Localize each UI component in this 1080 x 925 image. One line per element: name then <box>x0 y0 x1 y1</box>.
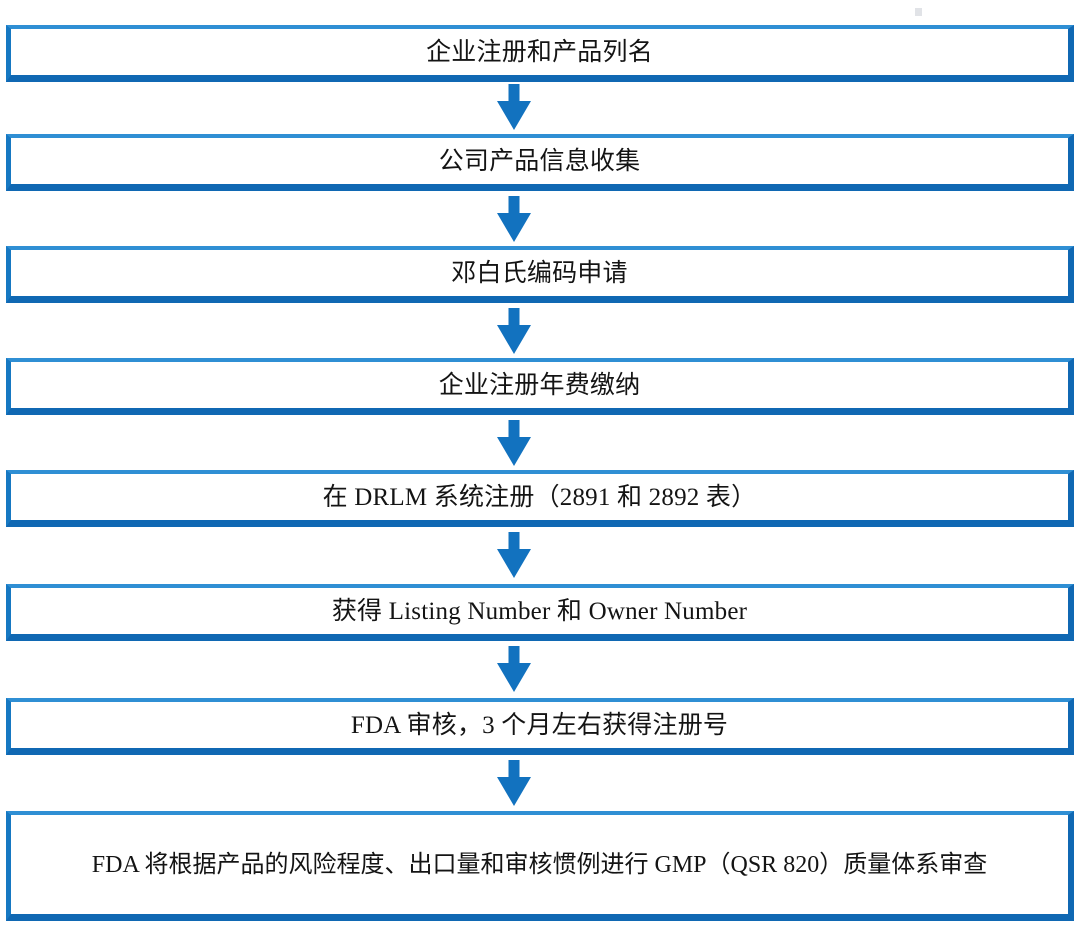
connector-arrow-3 <box>494 308 534 356</box>
connector-arrow-1 <box>494 84 534 132</box>
down-arrow-icon <box>497 646 531 692</box>
connector-arrow-4 <box>494 420 534 468</box>
down-arrow-icon <box>497 308 531 354</box>
step-box-6[interactable]: 获得 Listing Number 和 Owner Number <box>6 584 1074 641</box>
down-arrow-icon <box>497 196 531 242</box>
flow-step-6[interactable]: 获得 Listing Number 和 Owner Number <box>0 584 1080 641</box>
step-box-8[interactable]: FDA 将根据产品的风险程度、出口量和审核惯例进行 GMP（QSR 820）质量… <box>6 811 1074 921</box>
step-label-1: 企业注册和产品列名 <box>426 38 653 66</box>
down-arrow-icon <box>497 760 531 806</box>
flow-step-2[interactable]: 公司产品信息收集 <box>0 134 1080 191</box>
step-label-6: 获得 Listing Number 和 Owner Number <box>331 597 748 625</box>
step-label-7: FDA 审核，3 个月左右获得注册号 <box>350 711 729 739</box>
connector-arrow-7 <box>494 760 534 808</box>
step-box-5[interactable]: 在 DRLM 系统注册（2891 和 2892 表） <box>6 470 1074 527</box>
step-box-2[interactable]: 公司产品信息收集 <box>6 134 1074 191</box>
connector-arrow-2 <box>494 196 534 244</box>
down-arrow-icon <box>497 84 531 130</box>
step-box-3[interactable]: 邓白氏编码申请 <box>6 246 1074 303</box>
step-label-2: 公司产品信息收集 <box>438 147 641 175</box>
step-box-1[interactable]: 企业注册和产品列名 <box>6 25 1074 82</box>
step-label-3: 邓白氏编码申请 <box>451 259 628 287</box>
step-box-7[interactable]: FDA 审核，3 个月左右获得注册号 <box>6 698 1074 755</box>
down-arrow-icon <box>497 532 531 578</box>
scan-artifact-speck <box>915 8 922 16</box>
step-label-5: 在 DRLM 系统注册（2891 和 2892 表） <box>322 483 757 511</box>
down-arrow-icon <box>497 420 531 466</box>
step-label-8: FDA 将根据产品的风险程度、出口量和审核惯例进行 GMP（QSR 820）质量… <box>91 851 988 878</box>
step-label-4: 企业注册年费缴纳 <box>438 371 641 399</box>
flow-step-7[interactable]: FDA 审核，3 个月左右获得注册号 <box>0 698 1080 755</box>
flow-step-5[interactable]: 在 DRLM 系统注册（2891 和 2892 表） <box>0 470 1080 527</box>
flow-step-4[interactable]: 企业注册年费缴纳 <box>0 358 1080 415</box>
connector-arrow-6 <box>494 646 534 694</box>
step-box-4[interactable]: 企业注册年费缴纳 <box>6 358 1074 415</box>
flow-step-3[interactable]: 邓白氏编码申请 <box>0 246 1080 303</box>
flow-step-8[interactable]: FDA 将根据产品的风险程度、出口量和审核惯例进行 GMP（QSR 820）质量… <box>0 811 1080 921</box>
connector-arrow-5 <box>494 532 534 580</box>
flow-step-1[interactable]: 企业注册和产品列名 <box>0 25 1080 82</box>
